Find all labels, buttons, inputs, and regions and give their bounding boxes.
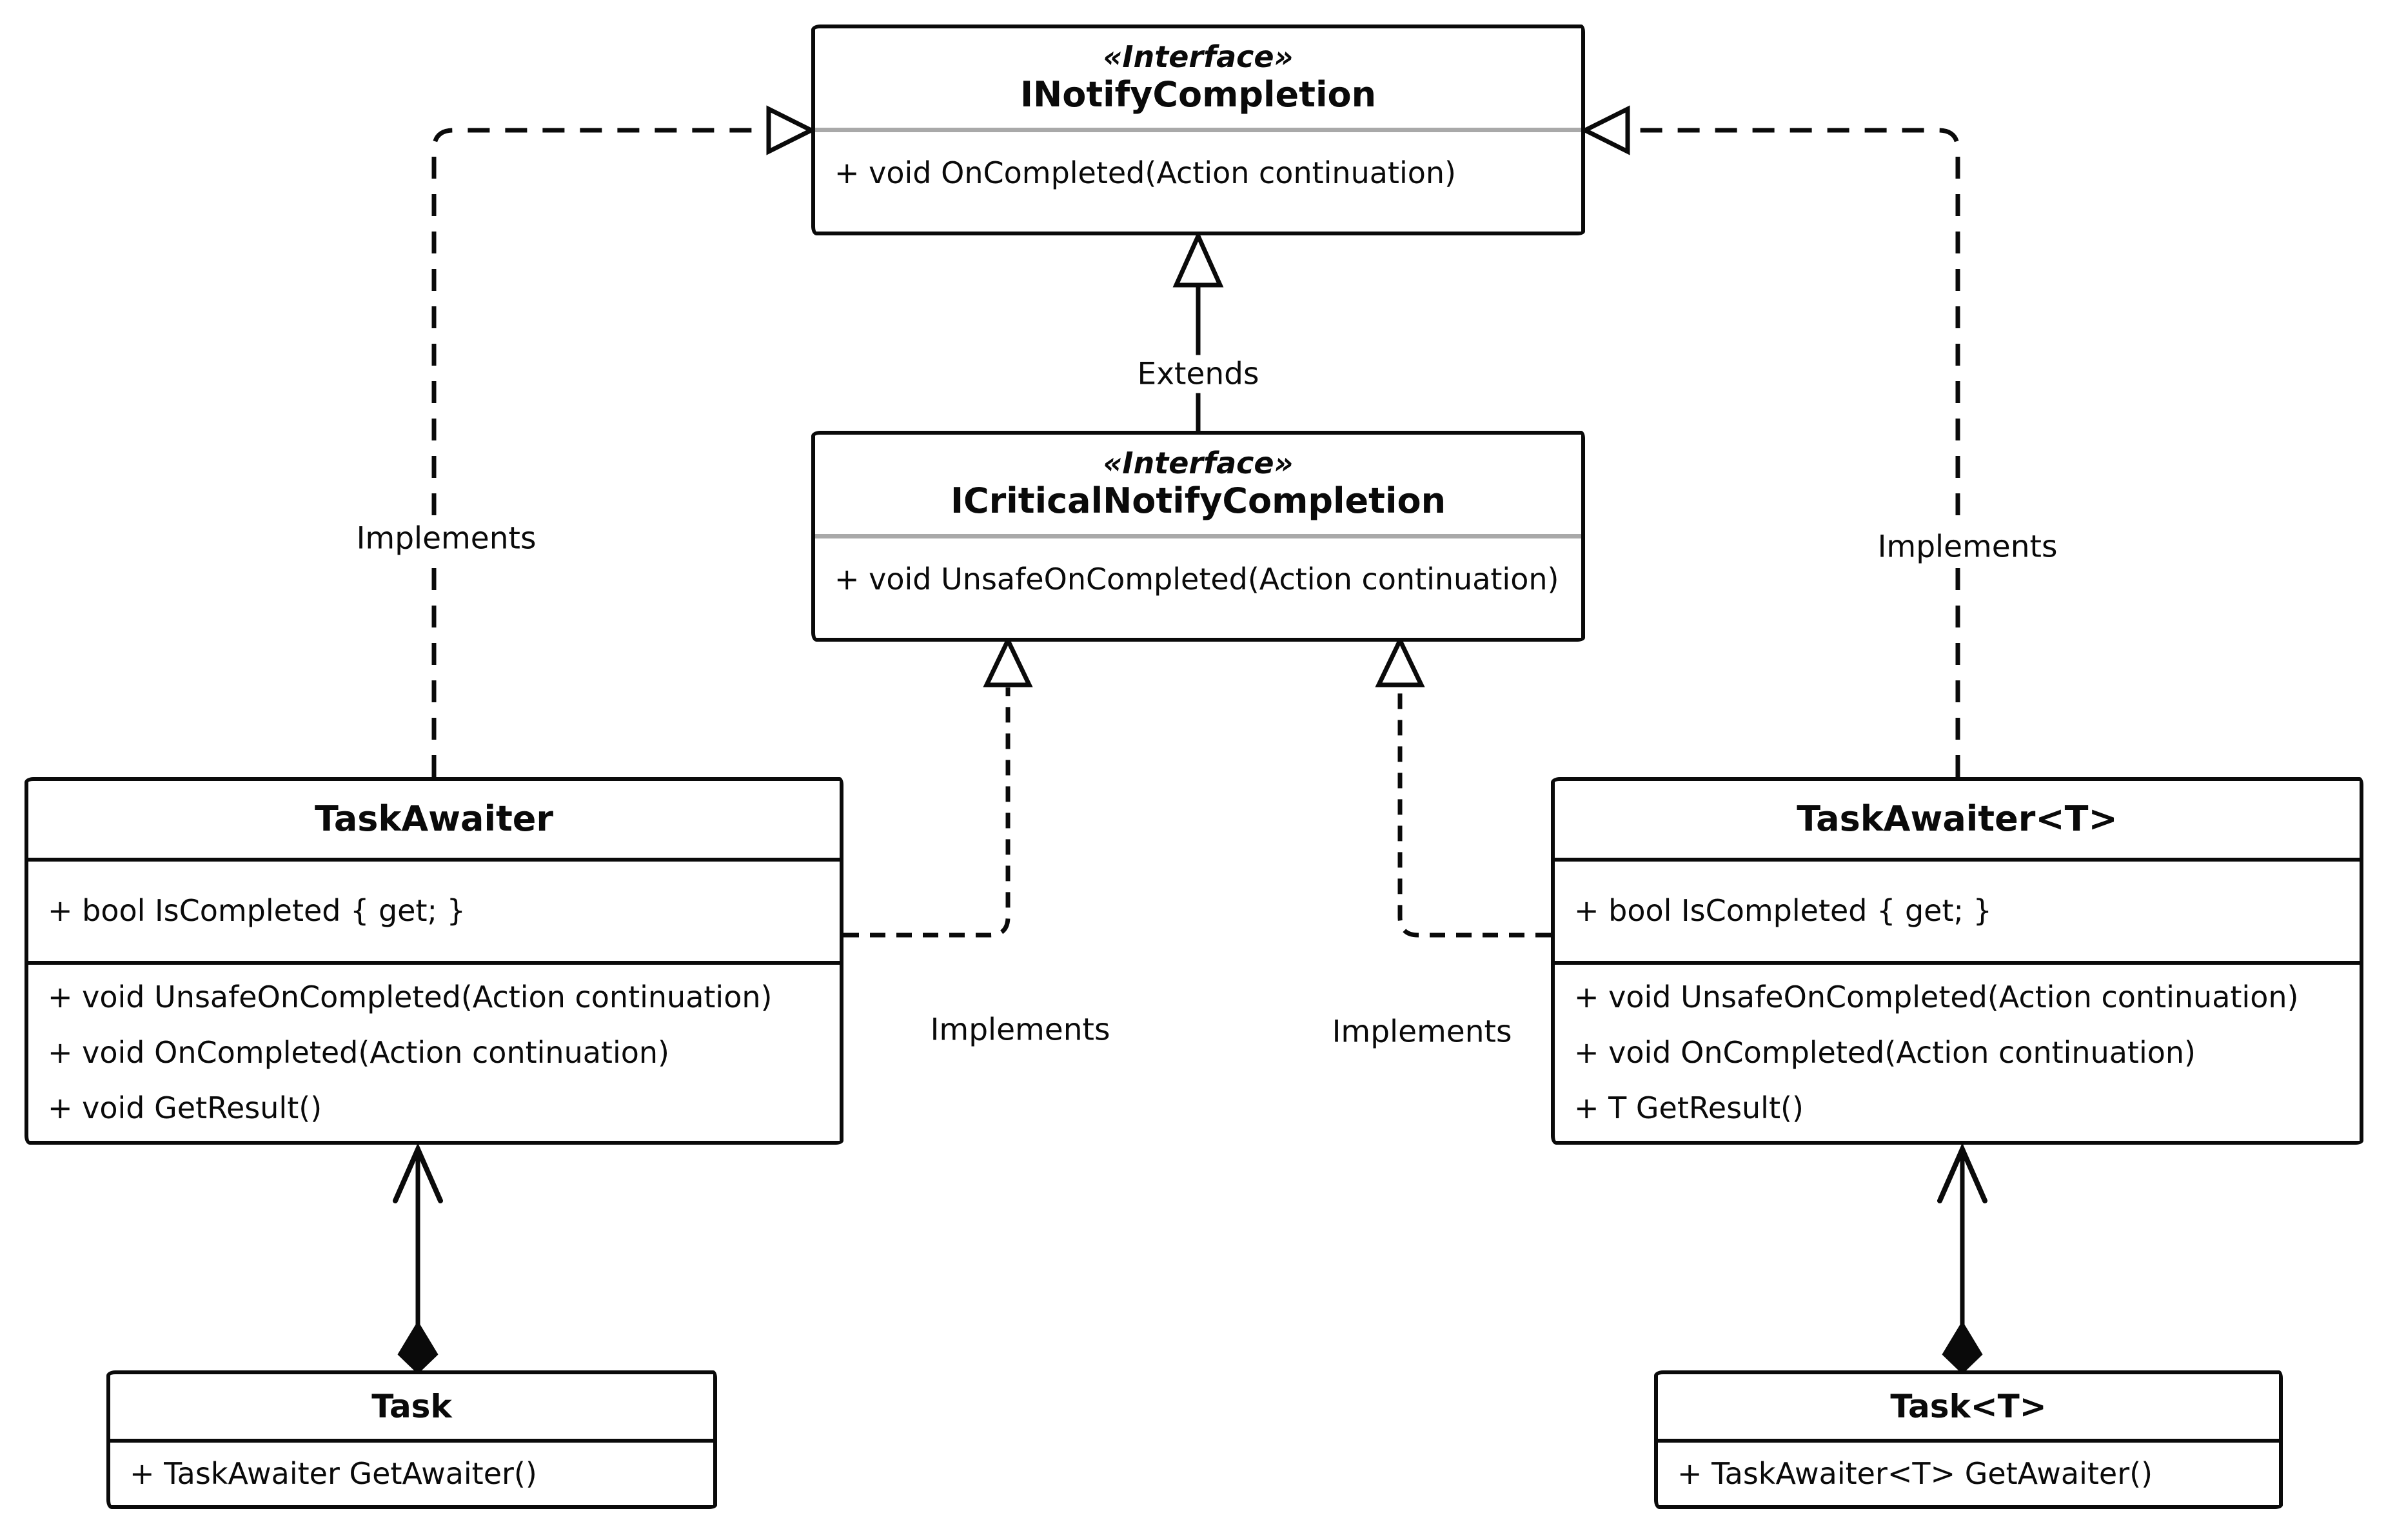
class-box-inotifycompletion: «Interface» INotifyCompletion + void OnC…: [811, 25, 1585, 235]
implements-connector-inner-right: [1397, 687, 1551, 938]
hollow-triangle-up-icon: [1375, 635, 1425, 687]
implements-connector-outer-right: [1628, 128, 1960, 777]
class-title-band: «Interface» ICriticalNotifyCompletion: [815, 435, 1581, 534]
class-title-band: «Interface» INotifyCompletion: [815, 28, 1581, 128]
section-divider: [1658, 1439, 2279, 1443]
implements-connector-outer-left: [431, 128, 769, 777]
methods-section: + void UnsafeOnCompleted(Action continua…: [28, 965, 840, 1141]
stereotype-label: «Interface»: [1103, 446, 1294, 481]
class-title-band: TaskAwaiter<T>: [1555, 781, 2360, 858]
class-box-icriticalnotifycompletion: «Interface» ICriticalNotifyCompletion + …: [811, 431, 1585, 642]
stereotype-label: «Interface»: [1103, 39, 1294, 75]
section-divider: [815, 128, 1581, 132]
implements-connector-inner-left: [843, 687, 1011, 938]
methods-section: + void UnsafeOnCompleted(Action continua…: [815, 538, 1581, 638]
class-box-task-t: Task<T> + TaskAwaiter<T> GetAwaiter(): [1654, 1370, 2283, 1509]
implements-label-inner-left: Implements: [921, 1011, 1119, 1049]
attribute-row: + bool IsCompleted { get; }: [1574, 893, 1992, 929]
composition-diamond-icon: [1942, 1321, 1983, 1374]
hollow-triangle-right-icon: [766, 105, 816, 155]
method-row: + TaskAwaiter<T> GetAwaiter(): [1677, 1456, 2153, 1491]
attributes-section: + bool IsCompleted { get; }: [28, 862, 840, 961]
class-name: TaskAwaiter: [314, 798, 554, 840]
methods-section: + void OnCompleted(Action continuation): [815, 132, 1581, 232]
methods-section: + TaskAwaiter<T> GetAwaiter(): [1658, 1443, 2279, 1505]
hollow-triangle-left-icon: [1580, 105, 1630, 155]
section-divider: [28, 858, 840, 862]
section-divider: [1555, 961, 2360, 965]
class-title-band: TaskAwaiter: [28, 781, 840, 858]
class-box-task: Task + TaskAwaiter GetAwaiter(): [106, 1370, 717, 1509]
method-row: + void UnsafeOnCompleted(Action continua…: [1574, 980, 2299, 1015]
open-arrowhead-up-icon: [393, 1143, 443, 1203]
method-row: + void UnsafeOnCompleted(Action continua…: [48, 980, 773, 1015]
method-row: + T GetResult(): [1574, 1090, 1804, 1125]
class-name: INotifyCompletion: [1020, 74, 1377, 115]
class-title-band: Task<T>: [1658, 1374, 2279, 1439]
method-row: + void UnsafeOnCompleted(Action continua…: [834, 562, 1559, 597]
method-row: + void OnCompleted(Action continuation): [834, 155, 1456, 190]
methods-section: + TaskAwaiter GetAwaiter(): [110, 1443, 713, 1505]
class-name: Task: [371, 1388, 452, 1425]
method-row: + TaskAwaiter GetAwaiter(): [130, 1456, 537, 1491]
method-row: + void OnCompleted(Action continuation): [48, 1034, 669, 1070]
class-box-taskawaiter: TaskAwaiter + bool IsCompleted { get; } …: [25, 777, 843, 1145]
class-title-band: Task: [110, 1374, 713, 1439]
implements-label-inner-right: Implements: [1323, 1012, 1521, 1051]
section-divider: [110, 1439, 713, 1443]
class-box-taskawaiter-t: TaskAwaiter<T> + bool IsCompleted { get;…: [1551, 777, 2363, 1145]
method-row: + void GetResult(): [48, 1090, 322, 1125]
open-arrowhead-up-icon: [1937, 1143, 1987, 1203]
class-name: TaskAwaiter<T>: [1797, 798, 2118, 840]
methods-section: + void UnsafeOnCompleted(Action continua…: [1555, 965, 2360, 1141]
method-row: + void OnCompleted(Action continuation): [1574, 1034, 2196, 1070]
attribute-row: + bool IsCompleted { get; }: [48, 893, 466, 929]
section-divider: [1555, 858, 2360, 862]
class-name: ICriticalNotifyCompletion: [950, 480, 1446, 522]
class-name: Task<T>: [1890, 1388, 2047, 1425]
extends-label: Extends: [1128, 355, 1268, 393]
section-divider: [815, 534, 1581, 538]
implements-label-outer-right: Implements: [1868, 528, 2067, 566]
attributes-section: + bool IsCompleted { get; }: [1555, 862, 2360, 961]
implements-label-outer-left: Implements: [347, 519, 546, 558]
section-divider: [28, 961, 840, 965]
composition-diamond-icon: [397, 1321, 439, 1374]
hollow-triangle-up-icon: [1172, 230, 1224, 288]
hollow-triangle-up-icon: [983, 635, 1033, 687]
